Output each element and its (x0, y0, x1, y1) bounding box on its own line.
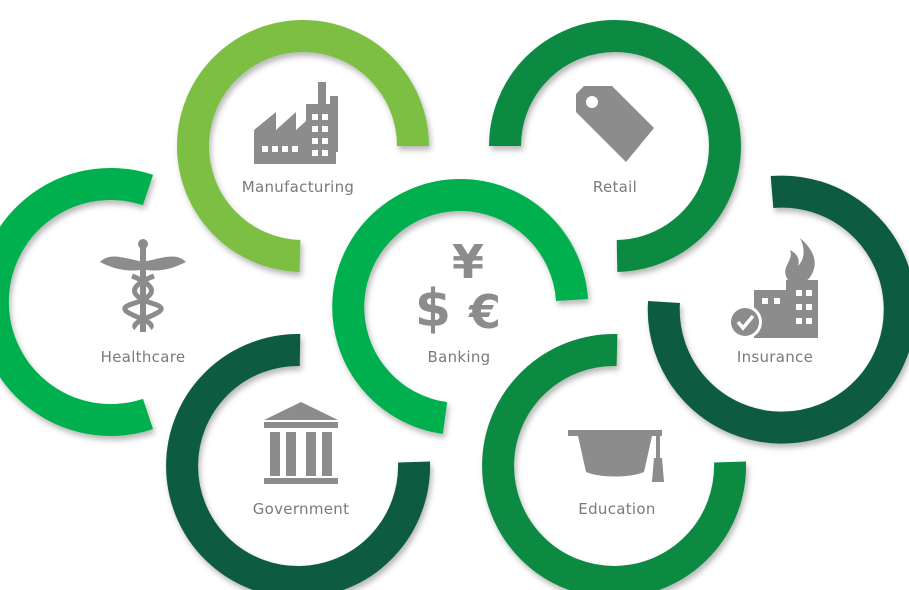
graduation-cap-icon (568, 430, 664, 482)
insurance-label: Insurance (737, 348, 813, 366)
svg-text:¥: ¥ (452, 235, 484, 289)
insurance-ring (647, 175, 909, 444)
manufacturing-label: Manufacturing (242, 178, 355, 196)
manufacturing-ring (177, 20, 429, 272)
factory-icon (254, 82, 338, 164)
svg-text:$: $ (415, 279, 451, 339)
price-tag-icon (576, 86, 654, 162)
government-ring (166, 333, 431, 590)
government-label: Government (253, 500, 350, 518)
insured-building-icon (728, 238, 818, 339)
banking-ring (332, 179, 588, 434)
education-ring (482, 333, 747, 590)
government-building-icon (264, 402, 338, 484)
retail-label: Retail (593, 178, 637, 196)
retail-ring (489, 20, 741, 272)
healthcare-ring (0, 168, 154, 436)
currency-icon: ¥ $ € (415, 235, 501, 339)
svg-text:€: € (468, 285, 501, 339)
caduceus-icon (100, 239, 186, 332)
education-label: Education (578, 500, 655, 518)
banking-label: Banking (428, 348, 491, 366)
healthcare-label: Healthcare (101, 348, 186, 366)
